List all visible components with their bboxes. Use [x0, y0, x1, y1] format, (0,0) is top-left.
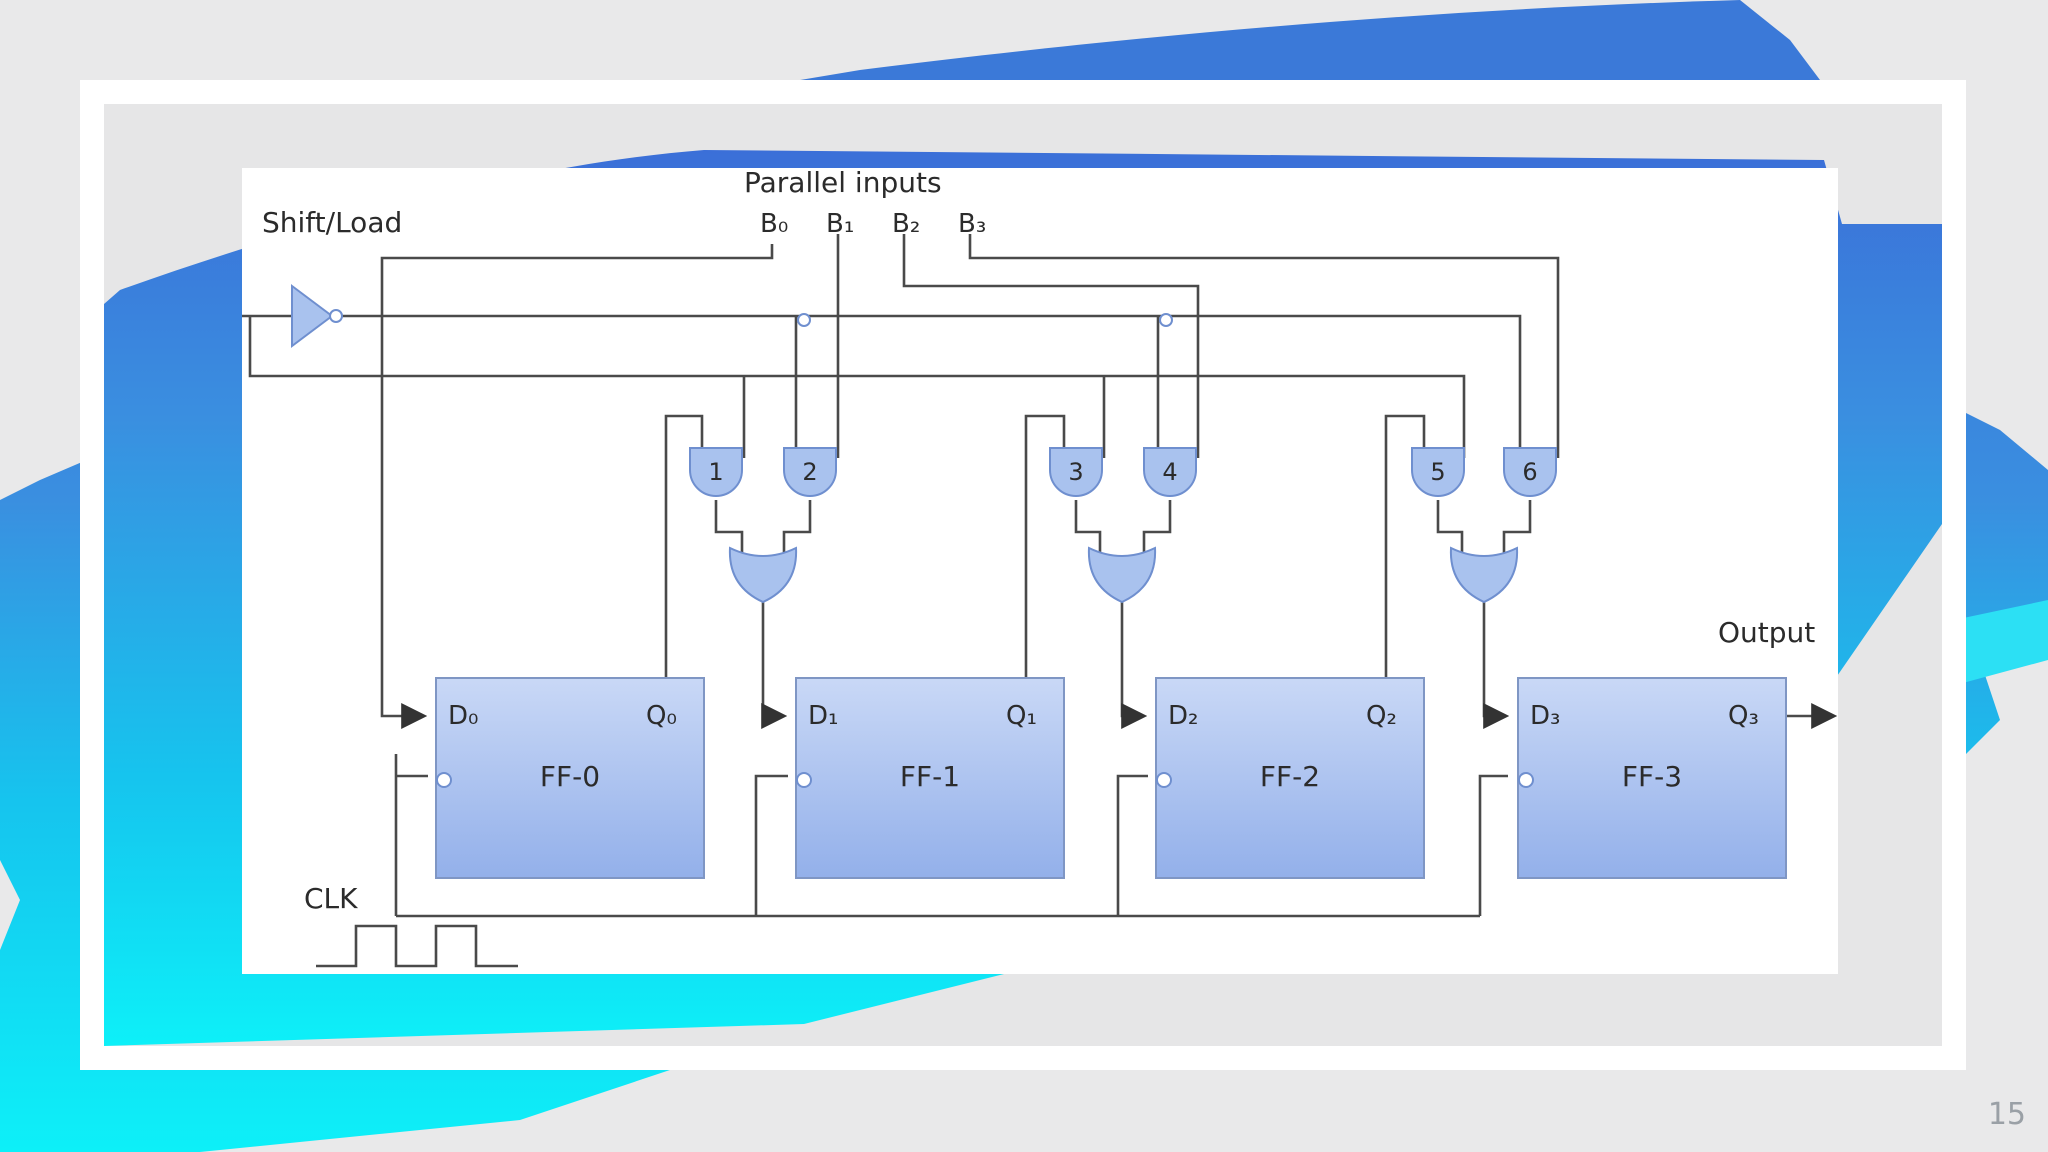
and-gate-3: 3	[1049, 447, 1103, 497]
ff-d-label: D₁	[808, 701, 838, 731]
input-label-b1: B₁	[826, 209, 854, 239]
ff-d-label: D₀	[448, 701, 478, 731]
input-label-b3: B₃	[958, 209, 986, 239]
ff-q-label: Q₀	[646, 701, 677, 731]
ff-name: FF-2	[1260, 760, 1320, 793]
output-label: Output	[1718, 616, 1815, 649]
inversion-bubble	[1159, 313, 1173, 327]
ff-name: FF-3	[1622, 760, 1682, 793]
ff-name: FF-1	[900, 760, 960, 793]
and-gate-label: 4	[1162, 458, 1177, 486]
or-gate-2	[1087, 546, 1157, 604]
inversion-bubble	[797, 313, 811, 327]
parallel-inputs-heading: Parallel inputs	[744, 168, 942, 199]
ff-q-label: Q₂	[1366, 701, 1397, 731]
wiring	[242, 234, 1838, 918]
ff-name: FF-0	[540, 760, 600, 793]
and-gate-2: 2	[783, 447, 837, 497]
and-gate-1: 1	[689, 447, 743, 497]
ff-q-label: Q₁	[1006, 701, 1037, 731]
and-gate-label: 5	[1430, 458, 1445, 486]
inverter-gate	[291, 284, 343, 348]
and-gate-label: 1	[708, 458, 723, 486]
and-gate-6: 6	[1503, 447, 1557, 497]
input-label-b0: B₀	[760, 209, 788, 239]
flipflop-ff-1: D₁ Q₁ FF-1	[795, 677, 1065, 879]
ff-d-label: D₂	[1168, 701, 1198, 731]
and-gate-4: 4	[1143, 447, 1197, 497]
flipflop-ff-2: D₂ Q₂ FF-2	[1155, 677, 1425, 879]
and-gate-label: 6	[1522, 458, 1537, 486]
ff-q-label: Q₃	[1728, 701, 1759, 731]
flipflop-ff-0: D₀ Q₀ FF-0	[435, 677, 705, 879]
or-gate-3	[1449, 546, 1519, 604]
shift-load-label: Shift/Load	[262, 206, 402, 239]
shift-register-diagram: 1 2 3 4 5 6 D₀ Q₀	[242, 168, 1838, 974]
clk-label: CLK	[304, 882, 358, 915]
and-gate-5: 5	[1411, 447, 1465, 497]
ff-d-label: D₃	[1530, 701, 1560, 731]
input-label-b2: B₂	[892, 209, 920, 239]
clock-waveform	[316, 924, 518, 968]
slide-page-number: 15	[1987, 1097, 2026, 1132]
or-gate-1	[728, 546, 798, 604]
and-gate-label: 3	[1068, 458, 1083, 486]
flipflop-ff-3: D₃ Q₃ FF-3	[1517, 677, 1787, 879]
and-gate-label: 2	[802, 458, 817, 486]
